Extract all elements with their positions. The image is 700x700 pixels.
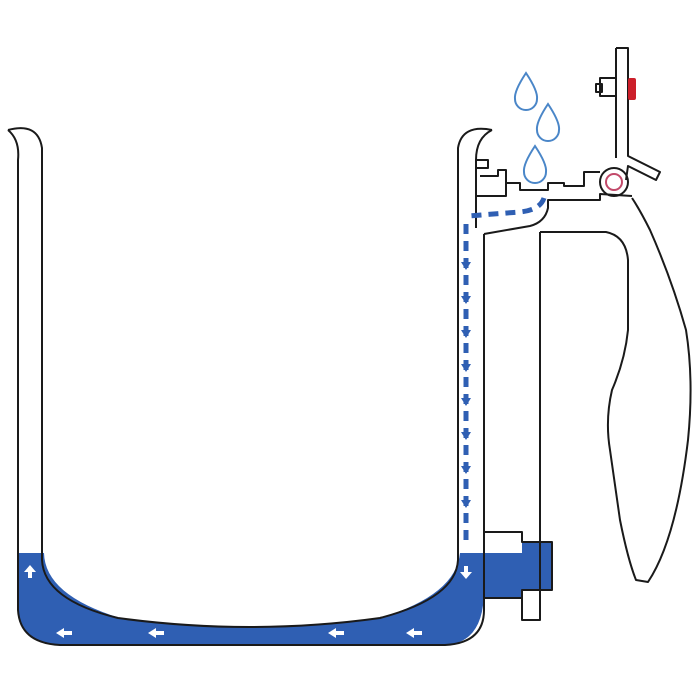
vessel-outer-shell [7, 129, 485, 646]
lid-channel [483, 193, 633, 235]
flow-arrow-icon [461, 398, 471, 406]
lid-step [480, 169, 507, 196]
valve-marker [628, 78, 636, 100]
hinge-arm [616, 47, 661, 181]
flow-arrow-icon [461, 364, 471, 372]
flow-arrows-water [24, 565, 472, 638]
flow-path [463, 197, 547, 540]
valve-block [599, 77, 617, 97]
flow-arrow-icon [461, 262, 471, 270]
flow-arrow-icon [148, 628, 164, 638]
flow-arrow-icon [406, 628, 422, 638]
flow-arrow-icon [56, 628, 72, 638]
hinge-pivot-ring [605, 173, 623, 191]
water-drop-icon [522, 144, 548, 184]
flow-arrow-icon [460, 566, 472, 579]
flow-arrow-icon [461, 466, 471, 474]
valve-stem [595, 83, 603, 93]
flow-arrow-icon [461, 330, 471, 338]
flow-arrow-icon [461, 432, 471, 440]
flow-arrows-down [461, 262, 471, 508]
handle-inner-wall [521, 232, 541, 621]
flow-arrow-icon [24, 565, 36, 578]
water-drop-icon [535, 102, 561, 142]
vessel-outer-wall [7, 127, 493, 628]
water-fill-outlet [484, 542, 552, 598]
handle-outline [540, 197, 692, 583]
water-drop-icon [513, 71, 561, 184]
flow-arrow-icon [461, 500, 471, 508]
water-fill-bottom [18, 553, 484, 645]
outlet-pipe-outline [484, 531, 553, 599]
water-drop-icon [513, 71, 539, 111]
flow-dash-lid [467, 197, 547, 219]
flow-arrow-icon [328, 628, 344, 638]
flow-arrow-icon [461, 296, 471, 304]
hinge-pivot-outer [599, 167, 629, 197]
